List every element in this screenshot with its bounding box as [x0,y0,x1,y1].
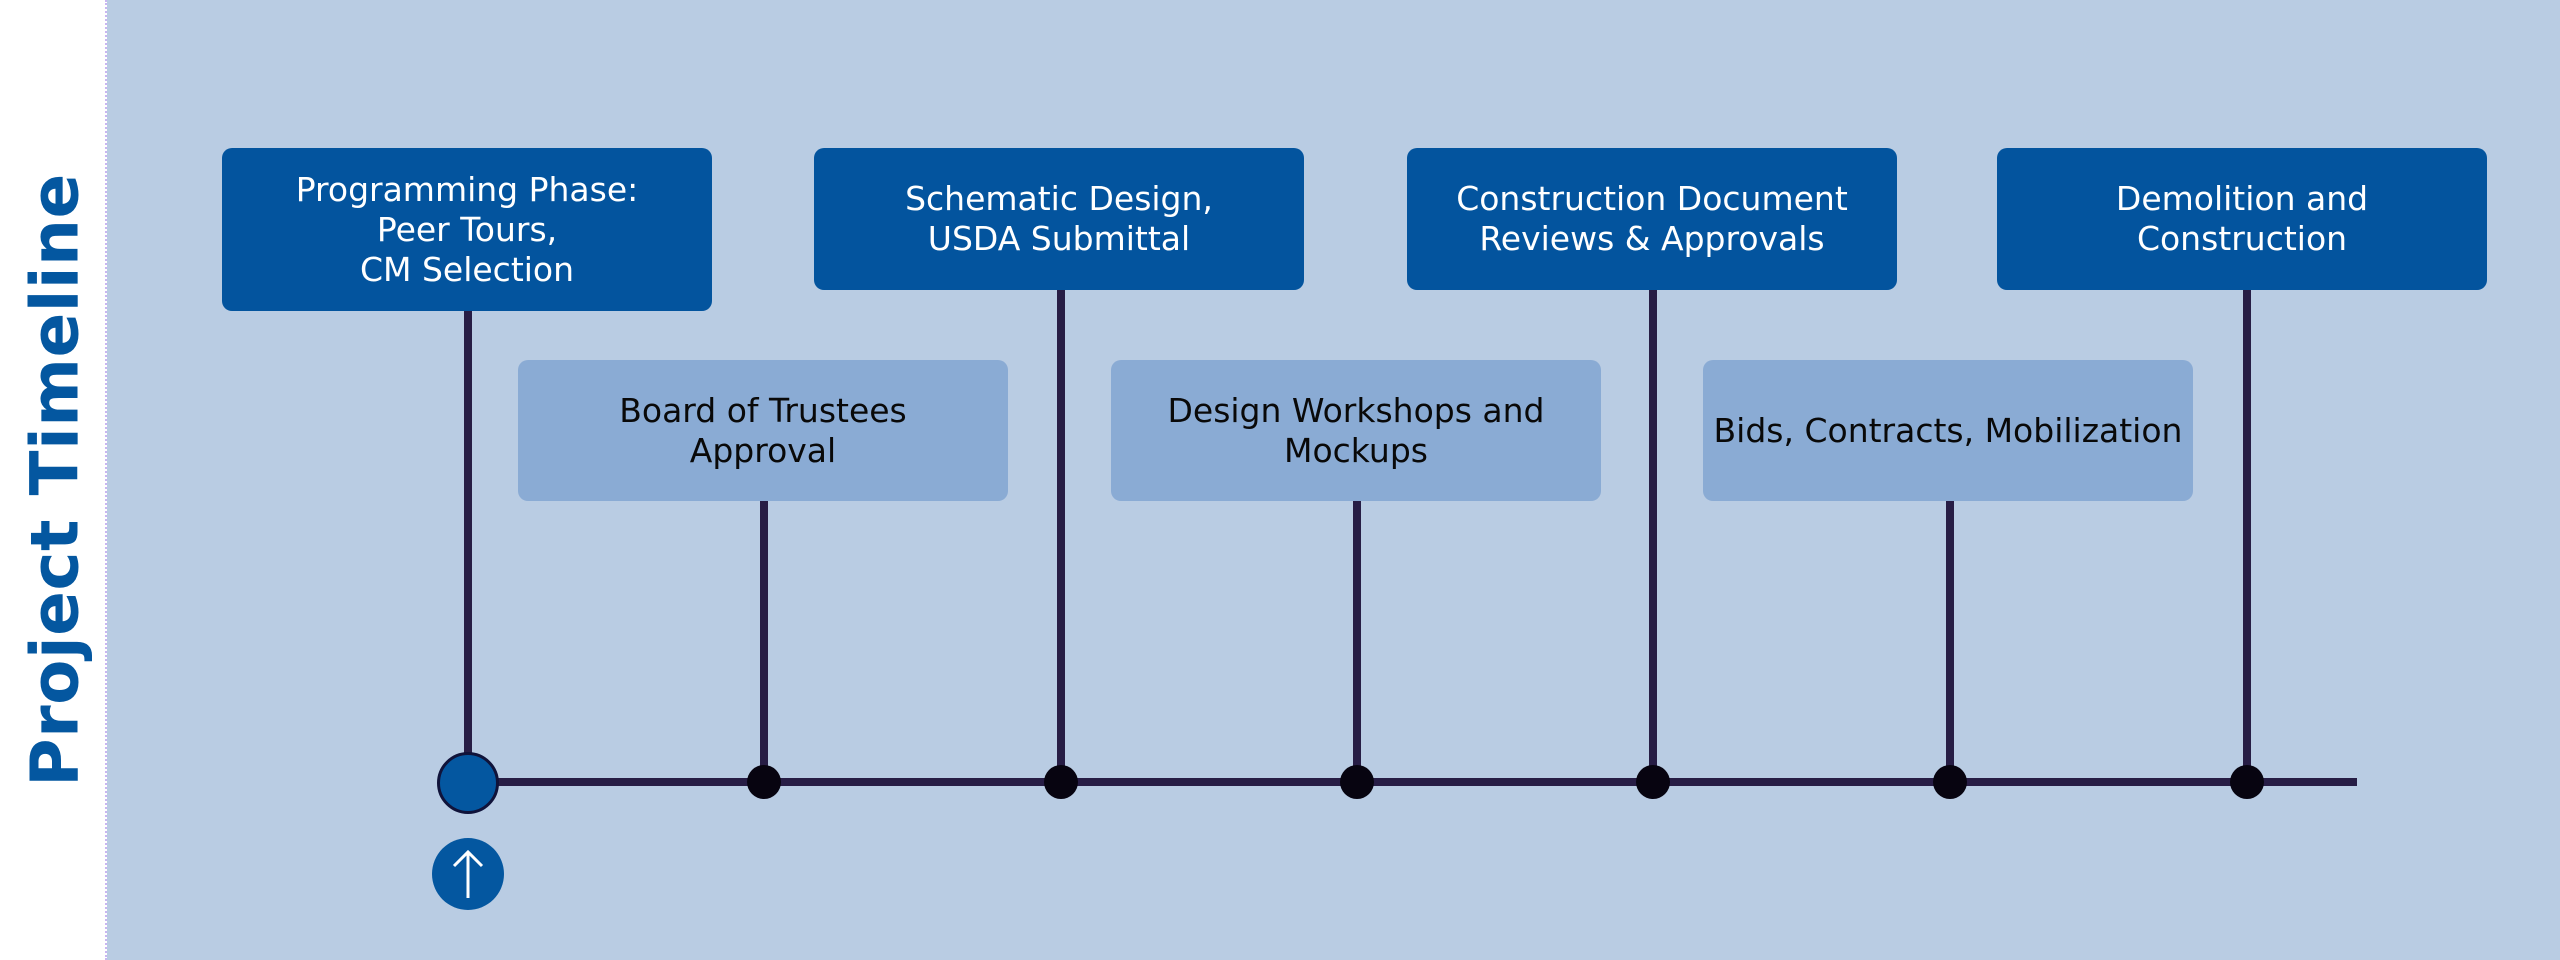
milestone-label: Schematic Design, USDA Submittal [905,179,1213,258]
milestone-card: Board of Trustees Approval [518,360,1008,501]
connector-line [2243,288,2251,785]
connector-line [1946,500,1954,785]
milestone-card: Programming Phase: Peer Tours, CM Select… [222,148,712,311]
connector-line [760,500,768,785]
milestone-card: Design Workshops and Mockups [1111,360,1601,501]
timeline-axis [467,778,2357,786]
page-title: Project Timeline [16,173,94,787]
milestone-card: Schematic Design, USDA Submittal [814,148,1304,290]
milestone-label: Programming Phase: Peer Tours, CM Select… [295,169,639,289]
milestone-card: Demolition and Construction [1997,148,2487,290]
milestone-label: Board of Trustees Approval [619,390,907,470]
timeline-start-node [437,752,499,814]
milestone-card: Construction Document Reviews & Approval… [1407,148,1897,290]
timeline-canvas: Programming Phase: Peer Tours, CM Select… [107,0,2560,960]
timeline-node [1340,765,1374,799]
milestone-label: Bids, Contracts, Mobilization [1713,410,2183,450]
timeline-node [747,765,781,799]
connector-line [1057,288,1065,785]
connector-line [1649,288,1657,785]
connector-line [464,310,472,785]
scroll-up-button[interactable] [432,838,504,910]
milestone-label: Demolition and Construction [2115,179,2369,258]
arrow-up-icon [452,849,484,898]
milestone-card: Bids, Contracts, Mobilization [1703,360,2193,501]
timeline-node [1636,765,1670,799]
timeline-node [1933,765,1967,799]
milestone-label: Design Workshops and Mockups [1167,390,1545,470]
connector-line [1353,500,1361,785]
title-strip: Project Timeline [0,0,107,960]
timeline-node [1044,765,1078,799]
timeline-node [2230,765,2264,799]
milestone-label: Construction Document Reviews & Approval… [1456,179,1848,258]
